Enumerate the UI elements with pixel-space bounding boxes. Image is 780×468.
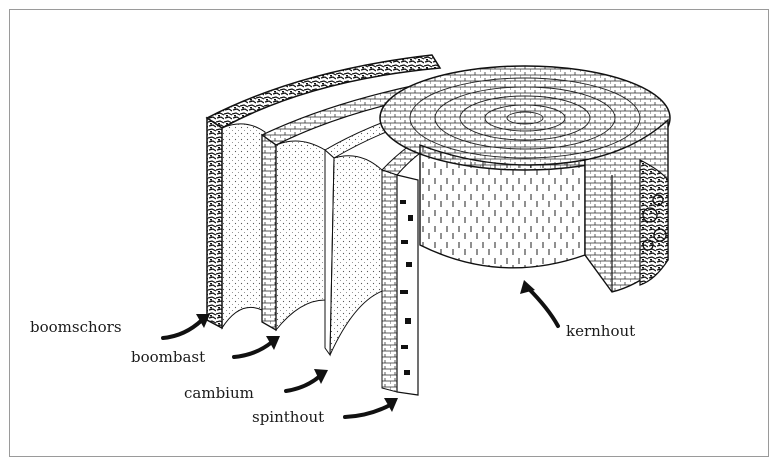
arrow-sapwood <box>345 404 392 417</box>
label-kernhout: kernhout <box>566 322 635 340</box>
arrow-bark <box>163 320 202 338</box>
label-cambium: cambium <box>184 384 254 402</box>
cambium-layer <box>325 150 385 355</box>
arrow-cambium <box>286 376 320 391</box>
arrow-heartwood <box>528 288 558 326</box>
sapwood-layer <box>382 170 418 395</box>
trunk-block <box>380 66 670 292</box>
label-spinthout: spinthout <box>252 408 324 426</box>
bark-layer <box>207 118 265 328</box>
label-boomschors: boomschors <box>30 318 122 336</box>
label-boombast: boombast <box>131 348 205 366</box>
heartwood-cylinder <box>420 145 585 268</box>
phloem-layer <box>262 135 325 330</box>
arrow-phloem <box>234 342 272 357</box>
